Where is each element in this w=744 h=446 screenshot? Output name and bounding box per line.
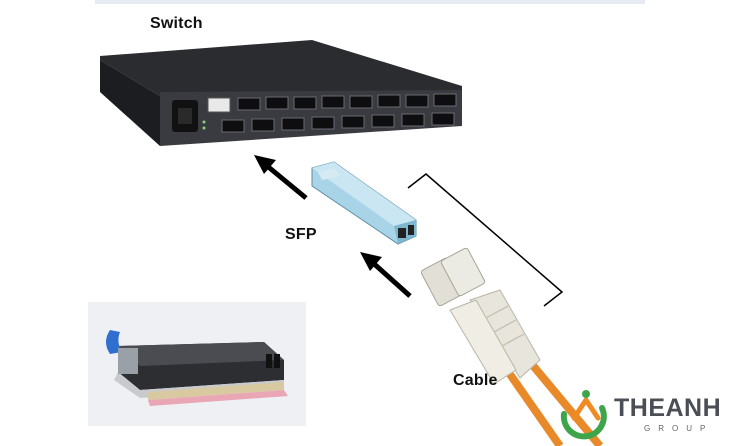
sfp-label-sticker: [318, 168, 340, 180]
switch-label: Switch: [150, 15, 203, 32]
sfp-port-left: [398, 228, 406, 238]
bracket-line: [407, 173, 564, 307]
cable-label: Cable: [453, 372, 498, 389]
sfp-photo: [88, 302, 306, 426]
brand-logo-icon: [556, 384, 610, 440]
boot-ridges: [485, 305, 525, 347]
status-leds: [202, 120, 206, 130]
connector-head-2: [440, 247, 486, 297]
sfp-top-face: [312, 162, 416, 226]
sfp-module: [311, 161, 417, 245]
sfp-port-right: [408, 225, 414, 235]
switch-illustration: [100, 40, 462, 146]
lc-cable-connector: [420, 247, 604, 446]
brand-subtitle: GROUP: [644, 424, 714, 433]
sfp-ports-lower-row: [221, 112, 455, 133]
switch-side: [100, 60, 160, 146]
connector-boot-2: [449, 299, 517, 385]
arrow-sfp-to-switch: [254, 155, 308, 200]
sfp-label: SFP: [285, 226, 317, 243]
sfp-ports-upper-row: [237, 93, 457, 111]
top-bar: [95, 0, 645, 4]
power-socket-inner: [178, 108, 192, 124]
switch-top: [100, 40, 462, 96]
brand-name: THEANH: [614, 394, 722, 422]
ethernet-port: [207, 97, 231, 113]
arrow-cable-to-sfp: [360, 252, 412, 298]
sfp-photo-image: [88, 302, 306, 426]
